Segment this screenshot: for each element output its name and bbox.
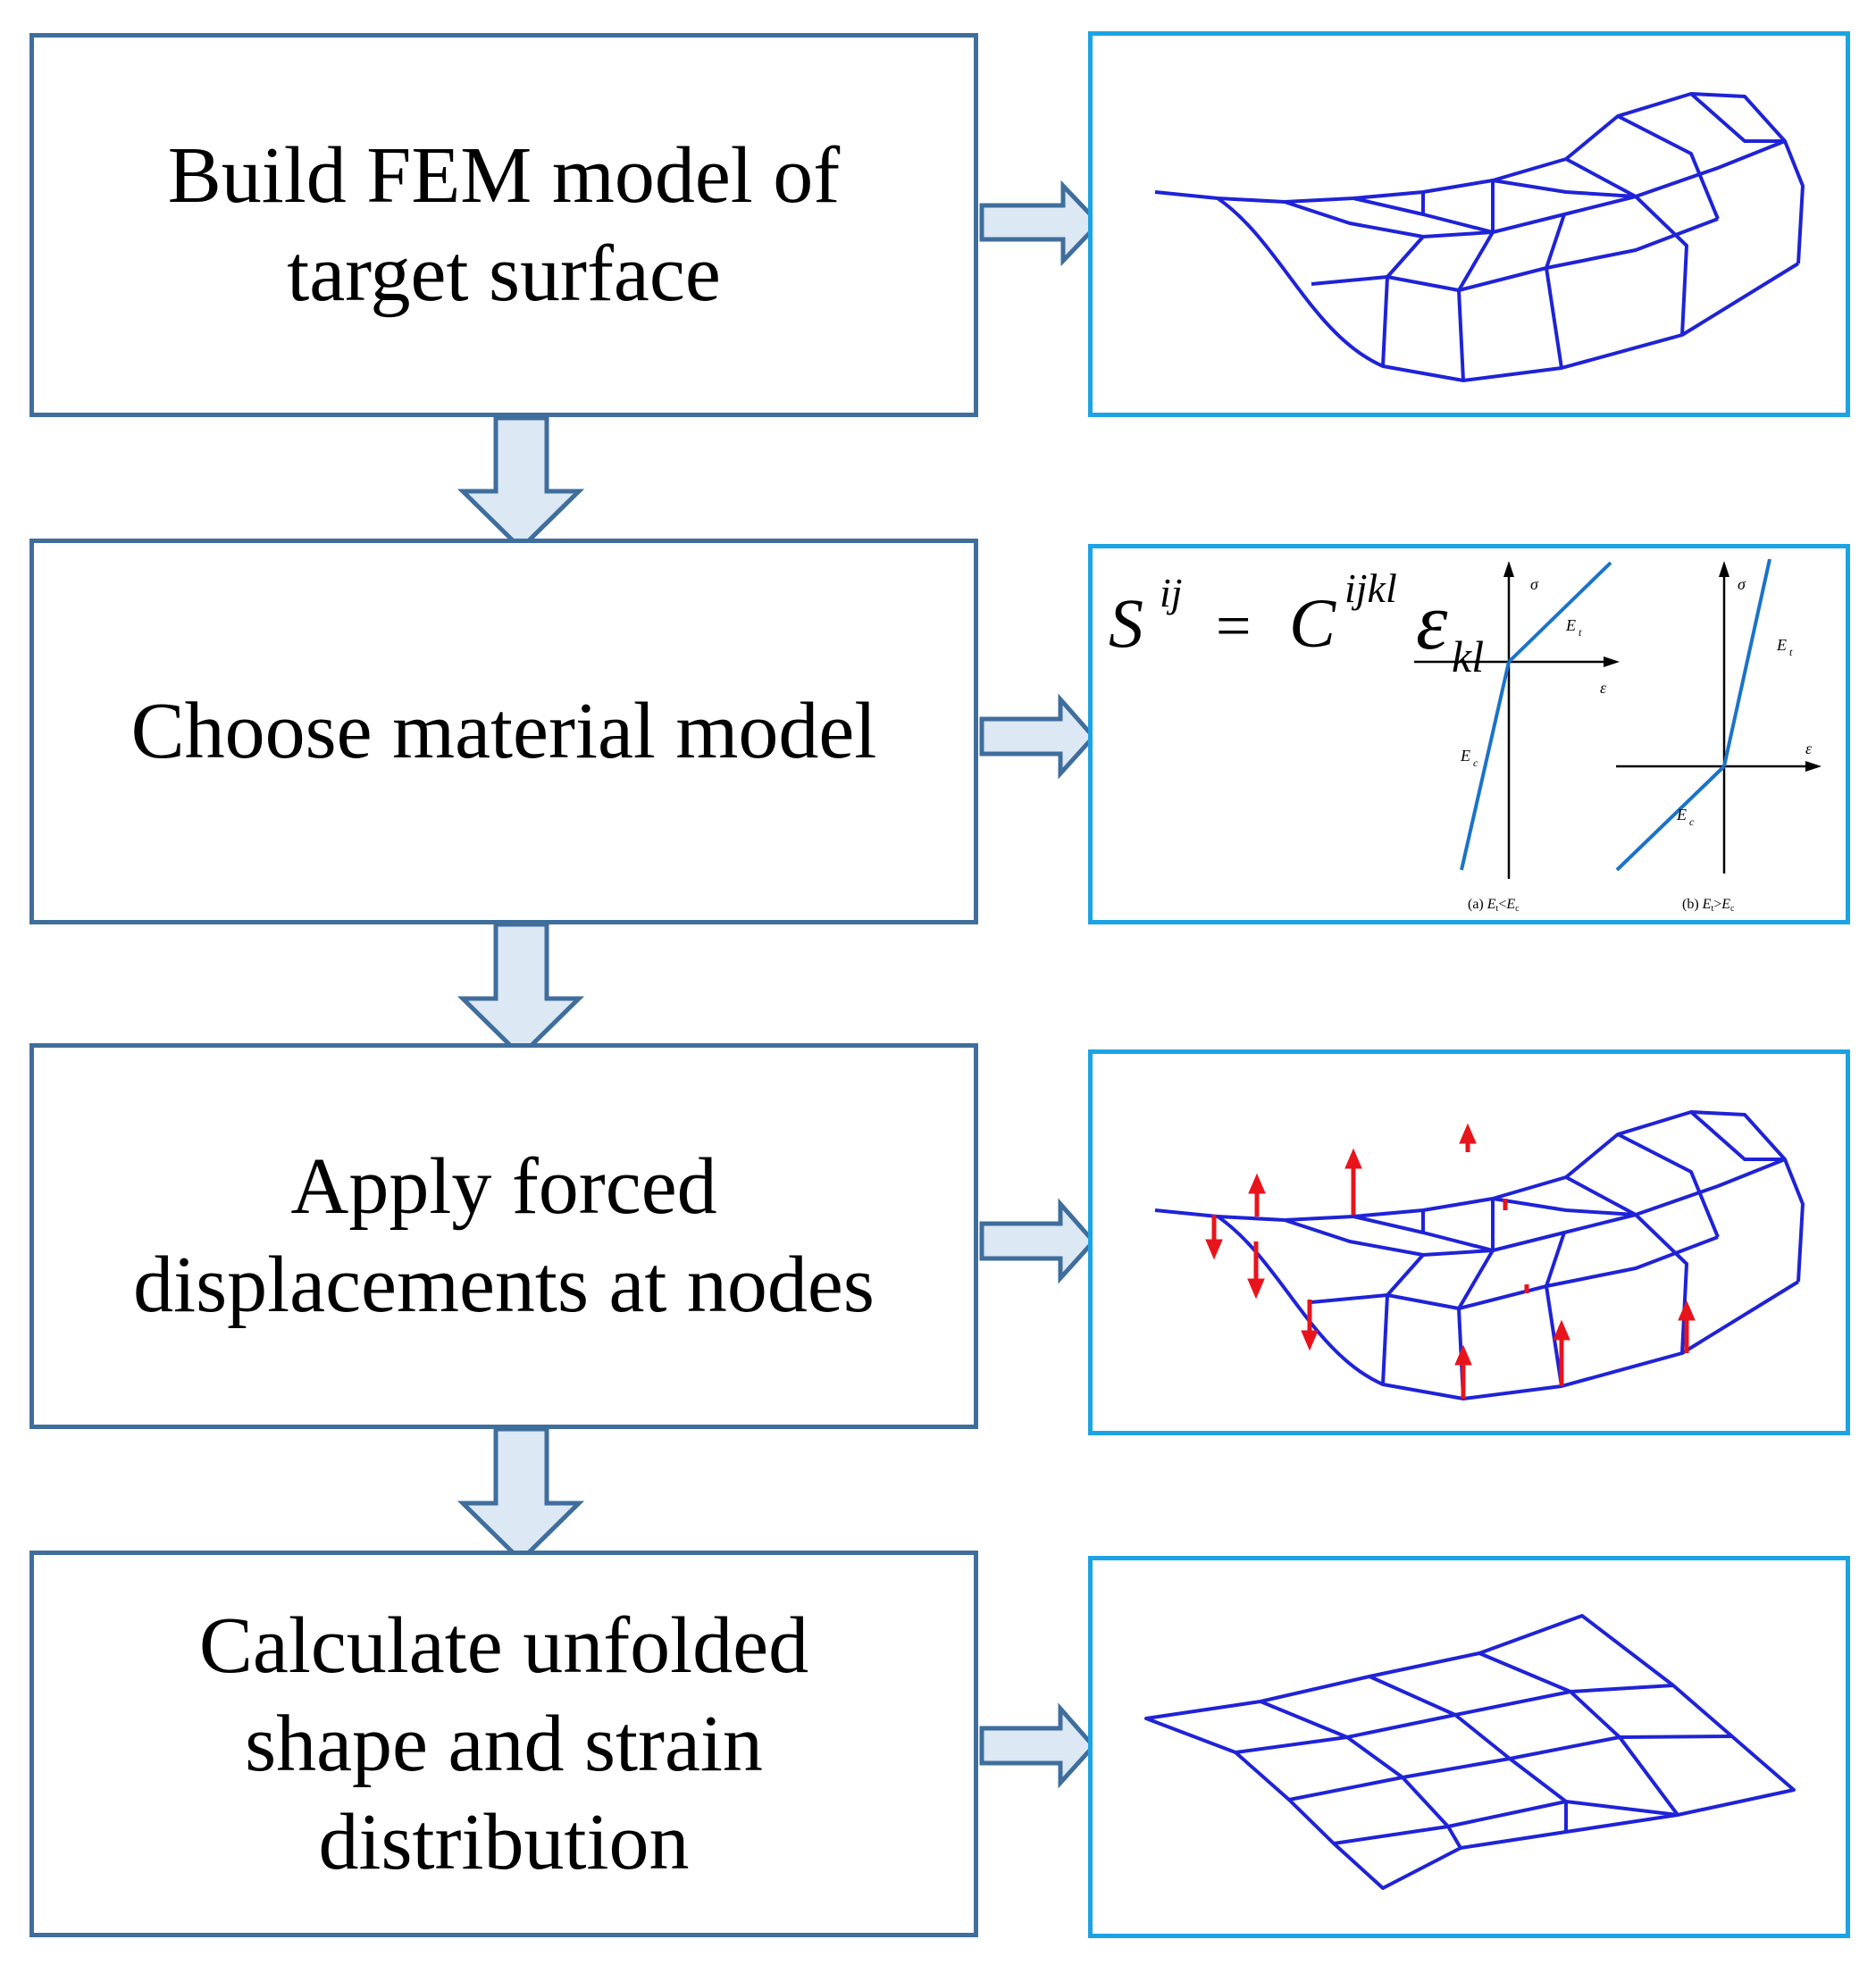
step-label: Apply forced displacements at nodes: [133, 1142, 875, 1329]
panel-forced-displacements: [1088, 1049, 1850, 1435]
right-arrow-2: [979, 693, 1097, 780]
equation-s-sup: ij: [1160, 570, 1183, 615]
material-plot-a: σ ε E t E c (a) Et<Ec: [1414, 561, 1620, 914]
down-arrow-1: [456, 415, 585, 552]
plot-b-upper-label: E: [1776, 636, 1787, 654]
right-arrow-3: [979, 1198, 1097, 1284]
down-arrow-3: [456, 1426, 585, 1564]
plot-a-x-axis-label: ε: [1600, 679, 1607, 697]
plot-a-y-axis-label: σ: [1530, 575, 1539, 593]
equation-c: C: [1289, 584, 1336, 662]
step-choose-material: Choose material model: [29, 539, 978, 924]
step-apply-displacements: Apply forced displacements at nodes: [29, 1043, 978, 1429]
plot-b-x-axis-label: ε: [1805, 740, 1813, 757]
plot-b-y-axis-label: σ: [1738, 575, 1746, 593]
plot-a-upper-sub: t: [1579, 626, 1582, 639]
equation-equals: =: [1216, 592, 1251, 661]
target-surface-mesh: [1154, 92, 1805, 382]
plot-b-lower-label: E: [1676, 806, 1687, 823]
unfolded-mesh: [1144, 1614, 1796, 1890]
right-arrow-1: [979, 180, 1102, 267]
right-arrow-4: [979, 1702, 1097, 1789]
plot-a-upper-label: E: [1565, 616, 1576, 634]
equation-epsilon-sub: kl: [1452, 631, 1484, 681]
step-label: Calculate unfolded shape and strain dist…: [198, 1601, 809, 1886]
material-model-figure: S ij = C ijkl ε kl: [1109, 558, 1822, 914]
step-label: Choose material model: [130, 687, 877, 775]
displacement-mesh: [1154, 1110, 1805, 1400]
plot-b-upper-sub: t: [1789, 646, 1793, 658]
material-plot-b: σ ε E t E c (b) Et>Ec: [1615, 558, 1822, 914]
panel-target-surface-mesh: [1088, 31, 1850, 417]
panel-material-model: S ij = C ijkl ε kl: [1088, 544, 1850, 924]
plot-a-lower-label: E: [1460, 747, 1470, 765]
constitutive-equation: S ij = C ijkl ε kl: [1109, 565, 1484, 681]
plot-b-caption: (b) Et>Ec: [1682, 897, 1735, 914]
plot-b-lower-sub: c: [1689, 815, 1695, 828]
displacement-arrows: [1205, 1123, 1696, 1399]
equation-c-sup: ijkl: [1344, 565, 1397, 611]
plot-a-caption: (a) Et<Ec: [1468, 897, 1520, 914]
panel-unfolded-shape: [1088, 1556, 1850, 1938]
plot-a-lower-sub: c: [1473, 757, 1478, 769]
equation-epsilon: ε: [1416, 578, 1448, 666]
equation-s: S: [1109, 584, 1143, 662]
down-arrow-2: [456, 922, 585, 1059]
step-label: Build FEM model of target surface: [167, 131, 841, 318]
step-build-fem-model: Build FEM model of target surface: [29, 33, 978, 417]
step-calculate-unfolded: Calculate unfolded shape and strain dist…: [29, 1551, 978, 1937]
